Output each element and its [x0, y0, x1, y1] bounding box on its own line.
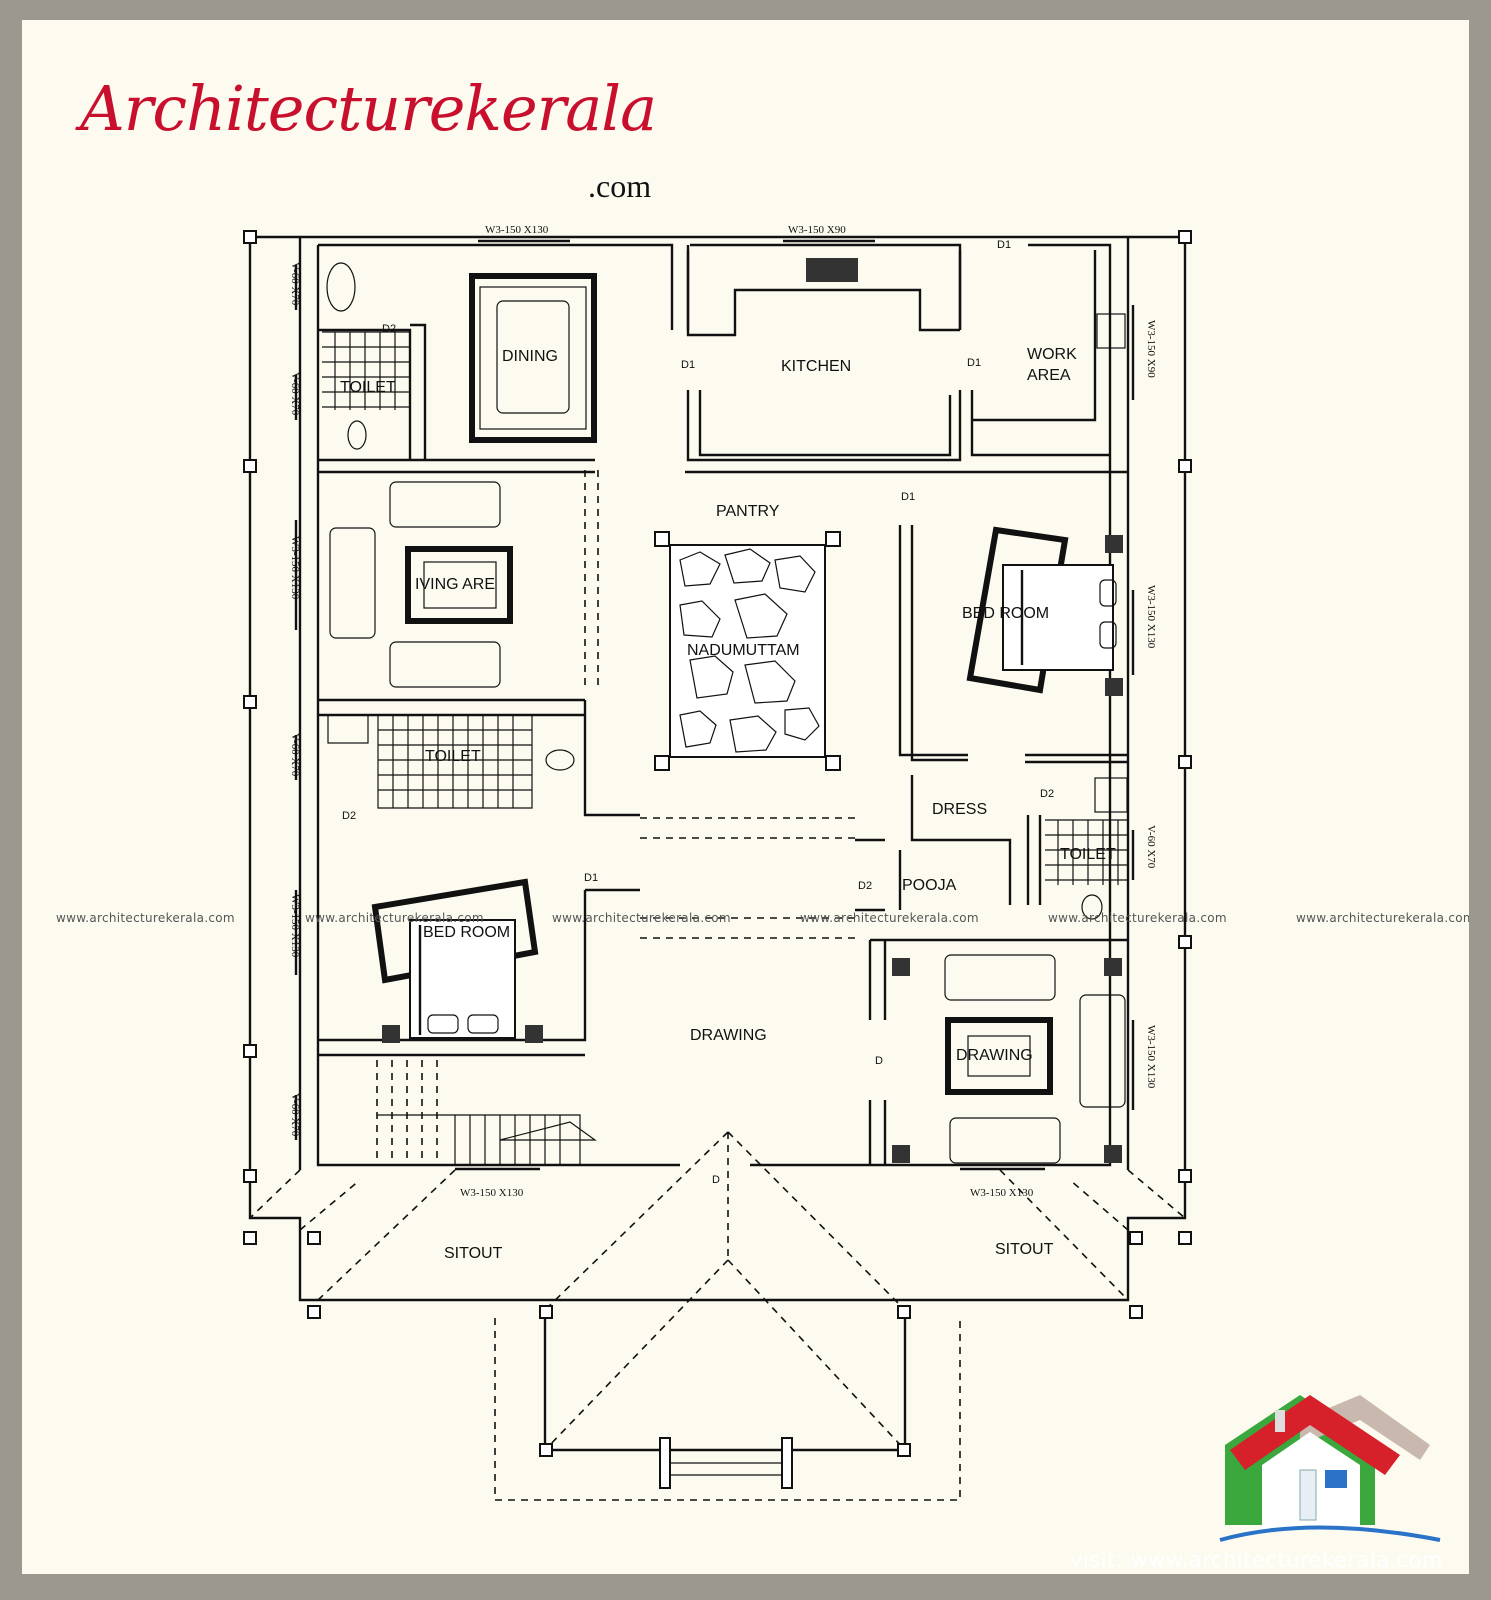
watermark: www.architecturekerala.com — [800, 911, 979, 925]
label-sitout-left: SITOUT — [444, 1245, 503, 1262]
living-set — [329, 481, 513, 688]
columns — [243, 230, 1192, 1457]
label-living-area: IVING ARE — [415, 576, 495, 593]
dashed-lines — [249, 470, 1186, 1501]
brand-logo-suffix: .com — [588, 168, 652, 204]
staircase — [377, 1114, 597, 1165]
win-bottom-left: W3-150 X130 — [460, 1187, 524, 1199]
door-d1-kitchen-left: D1 — [681, 359, 695, 371]
door-d1-kitchen-right: D1 — [967, 357, 981, 369]
room-labels: DINING KITCHEN WORK AREA TOILET IVING AR… — [340, 346, 1116, 1262]
label-dining: DINING — [502, 348, 558, 365]
win-right-drawing: W3-150 X130 — [1145, 1025, 1157, 1089]
label-dress: DRESS — [932, 801, 987, 818]
toilet-fixtures — [322, 258, 1128, 920]
door-d2-pooja: D2 — [858, 880, 872, 892]
footer-url[interactable]: visit: www.architecturekerala.com — [1070, 1548, 1443, 1572]
win-left-toilet: V-60 X70 — [289, 733, 301, 777]
win-top-kitchen: W3-150 X90 — [788, 224, 846, 236]
nadumuttam-court — [654, 531, 841, 771]
label-bedroom-left: BED ROOM — [423, 924, 510, 941]
door-d-main: D — [712, 1174, 720, 1186]
watermark: www.architecturekerala.com — [56, 911, 235, 925]
label-kitchen: KITCHEN — [781, 358, 851, 375]
door-d2-toilet-top: D2 — [382, 323, 396, 335]
label-nadumuttam: NADUMUTTAM — [687, 642, 800, 659]
label-drawing-hall: DRAWING — [690, 1027, 767, 1044]
brand-logo[interactable]: Architecturekerala — [80, 72, 657, 145]
label-toilet-top: TOILET — [340, 379, 396, 396]
door-d2-toilet-mid: D2 — [342, 810, 356, 822]
win-left-living: W3-150 X130 — [289, 536, 301, 600]
bed-left — [371, 878, 539, 1039]
bed-right — [966, 526, 1117, 694]
windows — [294, 239, 1135, 1171]
interior-walls — [318, 245, 1128, 1165]
porch — [543, 1310, 907, 1489]
label-pantry: PANTRY — [716, 503, 780, 520]
win-right-toilet: V-60 X70 — [1145, 825, 1157, 869]
label-drawing-set: DRAWING — [956, 1047, 1033, 1064]
door-labels: D1 D1 D1 D1 D2 D2 D2 D1 D2 D D — [342, 239, 1054, 1186]
label-sitout-right: SITOUT — [995, 1241, 1054, 1258]
label-toilet-mid: TOILET — [425, 748, 481, 765]
win-left-1: V-60 X70 — [289, 262, 301, 306]
door-d1-pantry: D1 — [901, 491, 915, 503]
window-labels: W3-150 X130 W3-150 X90 W3-150 X130 W3-15… — [289, 224, 1157, 1199]
outer-walls — [248, 235, 1187, 1302]
win-right-bed: W3-150 X130 — [1145, 585, 1157, 649]
watermark: www.architecturekerala.com — [305, 911, 484, 925]
win-left-stair: V-60 X70 — [289, 1093, 301, 1137]
door-d2-toilet-right: D2 — [1040, 788, 1054, 800]
door-d-drawing: D — [875, 1055, 883, 1067]
drawing-sheet: Architecturekerala .com — [22, 20, 1469, 1574]
watermark-row: www.architecturekerala.com www.architect… — [56, 911, 1469, 925]
label-work-area-1: WORK — [1027, 346, 1077, 363]
label-toilet-right: TOILET — [1060, 846, 1116, 863]
win-left-2: V-60 X70 — [289, 372, 301, 416]
house-logo-icon — [1219, 1395, 1441, 1542]
win-bottom-right: W3-150 X130 — [970, 1187, 1034, 1199]
label-work-area-2: AREA — [1027, 367, 1071, 384]
watermark: www.architecturekerala.com — [1048, 911, 1227, 925]
watermark: www.architecturekerala.com — [1296, 911, 1469, 925]
win-top-left: W3-150 X130 — [485, 224, 549, 236]
label-pooja: POOJA — [902, 877, 957, 894]
win-right-work: W3-150 X90 — [1145, 320, 1157, 378]
win-left-bed: W3-150 X130 — [289, 894, 301, 958]
floor-plan: DINING KITCHEN WORK AREA TOILET IVING AR… — [56, 224, 1469, 1542]
door-d1-top: D1 — [997, 239, 1011, 251]
label-bedroom-right: BED ROOM — [962, 605, 1049, 622]
dining-set — [469, 273, 597, 443]
watermark: www.architecturekerala.com — [552, 911, 731, 925]
door-d1-bed-left: D1 — [584, 872, 598, 884]
drawing-set — [382, 535, 1126, 1164]
